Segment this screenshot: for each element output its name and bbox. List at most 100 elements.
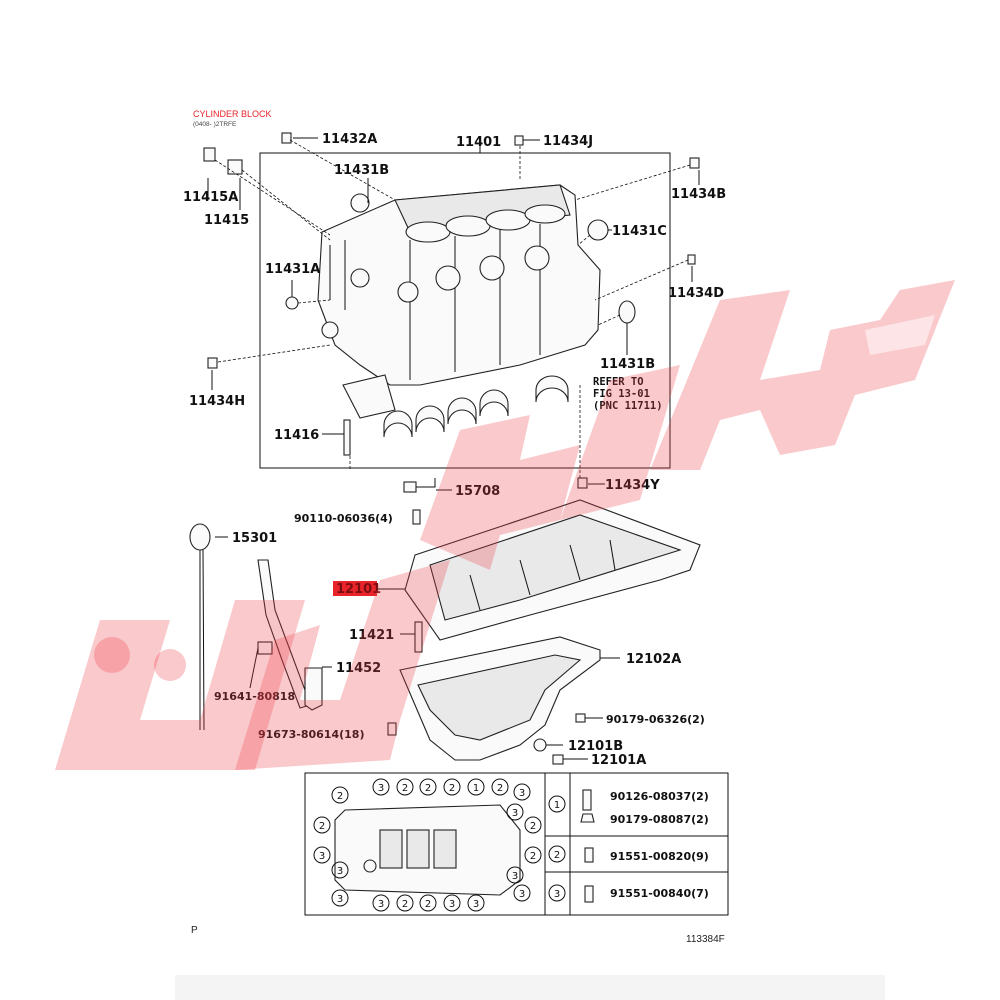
callout-bottom-row: 3 3 2 2 3 3 3: [331, 884, 531, 912]
callout-bottom-number-4: 3: [449, 899, 455, 910]
callout-top-circle-3: [443, 778, 461, 796]
callout-left-col: 2 2 3 3: [313, 786, 349, 879]
legend-key-1: 1: [554, 800, 560, 811]
callout-top-number-3: 2: [449, 783, 455, 794]
callout-right-circle-0: [506, 803, 524, 821]
label-11431B-top: 11431B: [334, 163, 389, 178]
callout-bottom-circle-3: [419, 894, 437, 912]
callout-bottom-number-5: 3: [473, 899, 479, 910]
callout-bottom-number-1: 3: [378, 899, 384, 910]
refer-line-1: REFER TO: [593, 376, 644, 388]
label-12102A: 12102A: [626, 652, 681, 667]
callout-bottom-circle-5: [467, 894, 485, 912]
cylinder-block-drawing: [317, 184, 601, 419]
label-11434Y: 11434Y: [605, 478, 660, 493]
page-mark: P: [191, 925, 198, 936]
callout-top-number-6: 3: [519, 788, 525, 799]
label-90110: 90110-06036(4): [294, 512, 393, 525]
label-11434H: 11434H: [189, 394, 245, 409]
label-11401: 11401: [456, 135, 501, 150]
label-11434B: 11434B: [671, 187, 726, 202]
legend-key-2: 2: [554, 850, 560, 861]
label-12101-highlight: 12101: [336, 582, 381, 597]
label-12101B: 12101B: [568, 739, 623, 754]
dipstick-assembly: [189, 523, 332, 731]
label-11415: 11415: [204, 213, 249, 228]
cylinder-block-frame: [259, 152, 671, 469]
label-11421: 11421: [349, 628, 394, 643]
bolt-layout-pan: [334, 804, 521, 896]
label-15708: 15708: [455, 484, 500, 499]
label-11431A: 11431A: [265, 262, 320, 277]
legend-key-3: 3: [554, 889, 560, 900]
diagram-title: CYLINDER BLOCK: [193, 109, 272, 119]
callout-bottom-circle-2: [396, 894, 414, 912]
callout-top-number-0: 3: [378, 783, 384, 794]
label-15301: 15301: [232, 531, 277, 546]
label-12101A: 12101A: [591, 753, 646, 768]
callout-top-circle-2: [419, 778, 437, 796]
bearing-shells: [383, 375, 569, 438]
callout-bottom-number-2: 2: [402, 899, 408, 910]
callout-top-number-1: 2: [402, 783, 408, 794]
callout-bottom-circle-4: [443, 894, 461, 912]
callout-right-circle-2: [524, 846, 542, 864]
callout-top-circle-4: [467, 778, 485, 796]
callout-top-circle-5: [491, 778, 509, 796]
callout-right-number-2: 2: [530, 851, 536, 862]
callout-bottom-circle-6: [513, 884, 531, 902]
label-90179-06326: 90179-06326(2): [606, 713, 705, 726]
legend-part-4: 91551-00840(7): [610, 887, 709, 900]
oil-pan-lower: [387, 636, 620, 765]
callout-left-circle-2: [313, 846, 331, 864]
callout-left-number-2: 3: [319, 851, 325, 862]
watermark-logo: [55, 280, 955, 770]
callout-top-number-5: 2: [497, 783, 503, 794]
callout-bottom-circle-0: [331, 889, 349, 907]
label-11431C: 11431C: [612, 224, 667, 239]
callout-left-circle-3: [331, 861, 349, 879]
legend-part-3: 91551-00820(9): [610, 850, 709, 863]
label-91673: 91673-80614(18): [258, 728, 364, 741]
callout-left-number-1: 2: [319, 821, 325, 832]
label-11452: 11452: [336, 661, 381, 676]
oil-pan-upper: [400, 478, 701, 653]
callout-top-row: 3 2 2 2 1 2 3: [372, 778, 531, 801]
callout-right-number-0: 3: [512, 808, 518, 819]
small-parts-top: [203, 132, 700, 489]
callout-bottom-number-0: 3: [337, 894, 343, 905]
callout-top-circle-0: [372, 778, 390, 796]
callout-right-col: 3 2 2 3: [506, 803, 542, 884]
legend-part-1: 90126-08037(2): [610, 790, 709, 803]
diagram-subtitle: (0408- )2TRFE: [193, 121, 237, 128]
callout-bottom-number-6: 3: [519, 889, 525, 900]
bottom-scroll-strip: [175, 975, 885, 1000]
callout-top-circle-6: [513, 783, 531, 801]
label-11434J: 11434J: [543, 134, 593, 149]
callout-right-circle-3: [506, 866, 524, 884]
refer-line-2: FIG 13-01: [593, 388, 650, 400]
label-11434D: 11434D: [668, 286, 724, 301]
callout-left-number-0: 2: [337, 791, 343, 802]
callout-right-number-1: 2: [530, 821, 536, 832]
callout-top-number-4: 1: [473, 783, 479, 794]
callout-left-circle-0: [331, 786, 349, 804]
refer-line-3: (PNC 11711): [593, 400, 663, 412]
label-11431B-right: 11431B: [600, 357, 655, 372]
callout-bottom-number-3: 2: [425, 899, 431, 910]
callout-left-circle-1: [313, 816, 331, 834]
figure-code: 113384F: [686, 934, 725, 945]
upper-leader-lines: [207, 137, 700, 485]
label-11432A: 11432A: [322, 132, 377, 147]
callout-top-number-2: 2: [425, 783, 431, 794]
label-91641: 91641-80818: [214, 690, 295, 703]
part-labels: 11432A 11401 11434J 11431B 11434B 11415A…: [183, 132, 726, 768]
bolt-layout-frame: [304, 772, 729, 916]
callout-bottom-circle-1: [372, 894, 390, 912]
callout-right-number-3: 3: [512, 871, 518, 882]
callout-left-number-3: 3: [337, 866, 343, 877]
label-11416: 11416: [274, 428, 319, 443]
callout-top-circle-1: [396, 778, 414, 796]
label-11415A: 11415A: [183, 190, 238, 205]
